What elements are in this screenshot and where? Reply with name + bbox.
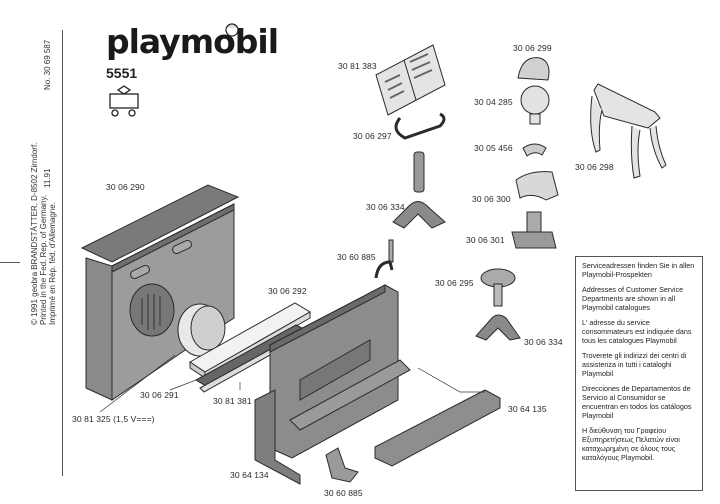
- stool-seat: [480, 268, 516, 307]
- part-label: 30 06 297: [353, 131, 392, 141]
- part-label: 30 06 300: [472, 194, 511, 204]
- part-label: 30 81 325 (1,5 V===): [72, 414, 155, 424]
- part-label: 30 06 290: [106, 182, 145, 192]
- customer-service-box: Serviceadressen finden Sie in allen Play…: [575, 256, 703, 491]
- head: [520, 85, 550, 125]
- candle-holder: [374, 239, 394, 279]
- sheet-music: [375, 44, 446, 116]
- part-label: 30 60 885: [324, 488, 363, 498]
- margin-rule: [62, 30, 63, 476]
- part-label: 30 05 456: [474, 143, 513, 153]
- service-info-el: Η διεύθυνση του Γραφείου Εξυπηρετήσεως Π…: [582, 426, 680, 462]
- part-label: 30 06 301: [466, 235, 505, 245]
- service-info-it: Troverete gli indirizzi dei centri di as…: [582, 351, 687, 378]
- part-label: 30 06 292: [268, 286, 307, 296]
- part-label: 30 60 885: [337, 252, 376, 262]
- part-label: 30 81 381: [213, 396, 252, 406]
- service-info-es: Direcciones de Departamentos de Servicio…: [582, 384, 692, 420]
- part-label: 30 06 334: [366, 202, 405, 212]
- collar: [522, 143, 547, 157]
- part-label: 30 64 135: [508, 404, 547, 414]
- bust-shoulders: [515, 171, 559, 201]
- playmobil-logo: playmobil: [106, 22, 279, 61]
- bust-pedestal: [511, 211, 557, 249]
- side-table: [590, 83, 667, 179]
- margin-tick: [0, 262, 20, 263]
- service-info-en: Addresses of Customer Service Department…: [582, 285, 684, 312]
- stool-base: [475, 314, 521, 341]
- part-label: 30 81 383: [338, 61, 377, 71]
- part-label: 30 06 299: [513, 43, 552, 53]
- leader-lines: [99, 354, 485, 413]
- piano-back-panel: [80, 184, 240, 401]
- service-info-fr: L' adresse du service consommateurs est …: [582, 318, 692, 345]
- wig: [517, 57, 550, 81]
- part-label: 30 06 298: [575, 162, 614, 172]
- pedal-stand: [325, 447, 359, 483]
- part-label: 30 06 334: [524, 337, 563, 347]
- music-box-mechanism: [177, 303, 226, 357]
- piano-lid: [374, 389, 501, 467]
- music-stand-base: [392, 201, 446, 229]
- piano-body: [254, 284, 411, 485]
- part-label: 30 06 291: [140, 390, 179, 400]
- part-label: 30 04 285: [474, 97, 513, 107]
- part-label: 30 64 134: [230, 470, 269, 480]
- part-label: 30 06 295: [435, 278, 474, 288]
- set-number: 5551: [106, 65, 138, 81]
- music-stand-lyre: [394, 112, 446, 193]
- service-info-de: Serviceadressen finden Sie in allen Play…: [582, 261, 695, 279]
